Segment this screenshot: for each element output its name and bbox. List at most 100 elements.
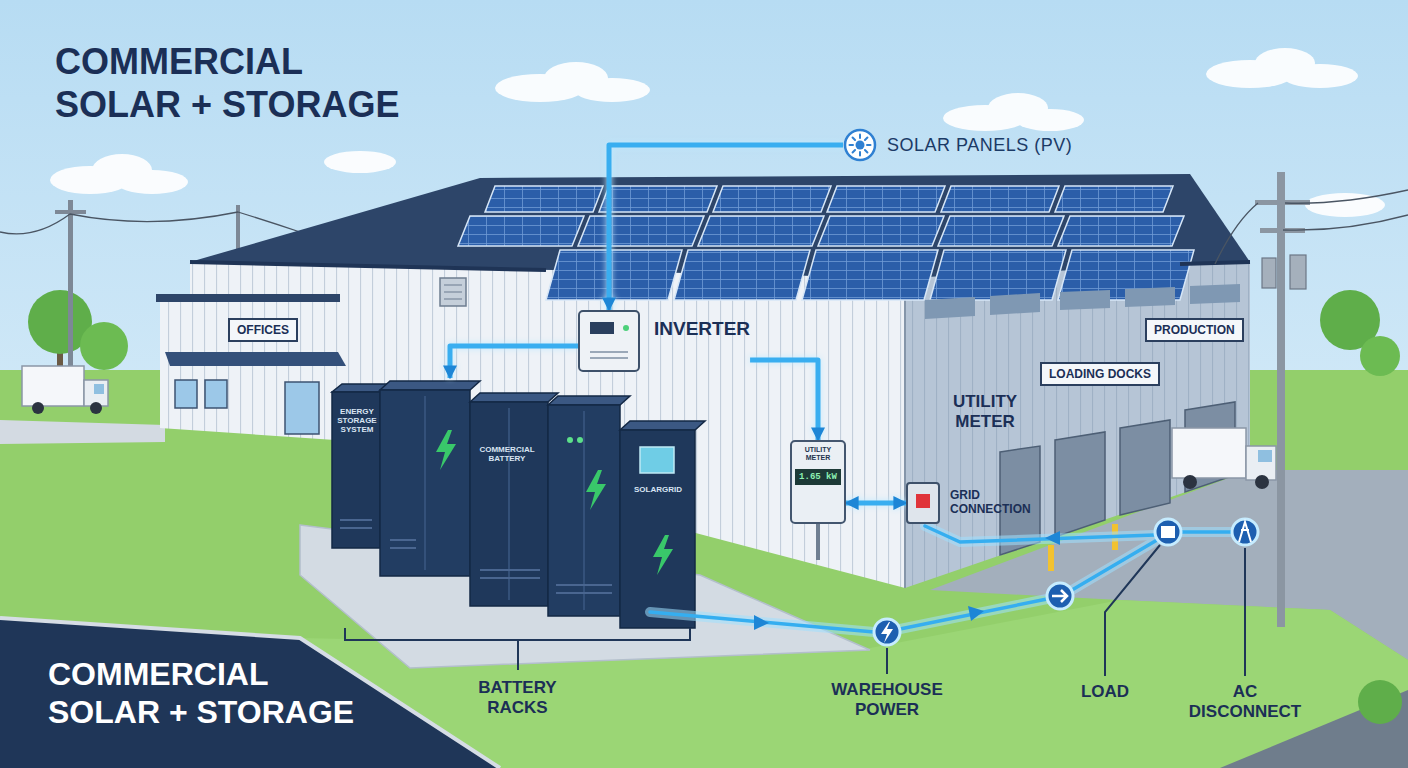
tree: [80, 322, 128, 370]
building-sign: PRODUCTION: [1145, 318, 1244, 342]
inverter-display: [590, 322, 614, 334]
bracket: [345, 628, 690, 670]
control-screen: [640, 447, 674, 473]
flow-line: [1181, 530, 1232, 534]
callout-label: BATTERY RACKS: [460, 678, 575, 719]
icon-circle: [874, 619, 900, 645]
sun-ray: [853, 150, 855, 152]
battery-cabinets: [332, 381, 705, 628]
inverter-housing: [579, 311, 639, 371]
node-label: PRODUCTION: [1154, 323, 1235, 337]
sun-core: [856, 141, 865, 150]
tower-glyph: [1239, 522, 1251, 542]
solar-panel: [1055, 186, 1173, 212]
icon-circle: [1232, 519, 1258, 545]
sun-ray: [859, 152, 861, 156]
building-sign: LOADING DOCKS: [1040, 362, 1160, 386]
wheel: [32, 402, 44, 414]
cabinet-top: [620, 421, 705, 430]
inverter-unit: [578, 310, 640, 372]
utility-pole: [1277, 172, 1285, 627]
solar-callout: SOLAR PANELS (PV): [843, 128, 1072, 162]
box-housing: [907, 483, 939, 523]
sun-ray: [865, 138, 867, 140]
sun-ray: [859, 135, 861, 139]
battery-racks: ENERGY STORAGE SYSTEMCOMMERCIAL BATTERYS…: [328, 378, 698, 630]
battery-cabinet: [332, 392, 380, 548]
bolt-symbol: [586, 470, 606, 510]
transformer: [1290, 255, 1306, 289]
annex-roof: [156, 294, 340, 302]
solar-panel: [698, 216, 824, 246]
grid-connection: GRID CONNECTION: [906, 482, 1042, 524]
flow-connector: [846, 501, 906, 506]
leader-line: [1105, 545, 1160, 676]
solar-panel: [546, 250, 682, 300]
dock-door: [1120, 420, 1170, 515]
arrow-glyph: [1052, 590, 1067, 602]
flow-connector: [450, 346, 578, 378]
solar-panel: [599, 186, 717, 212]
cabinet-top: [470, 393, 558, 402]
node-label: LOADING DOCKS: [1049, 367, 1151, 381]
solar-panel: [713, 186, 831, 212]
indicator-light: [577, 437, 583, 443]
dock-door: [1055, 432, 1105, 537]
window: [1190, 284, 1240, 304]
bollard: [1048, 545, 1054, 571]
building-sign: OFFICES: [228, 318, 298, 342]
power-wire: [1215, 190, 1408, 264]
side-facade: [905, 262, 1250, 588]
solar-panel: [1058, 216, 1184, 246]
truck-body: [22, 366, 84, 406]
flow-glow-line: [925, 526, 1155, 542]
icon-circle: [1155, 519, 1181, 545]
solar-panel: [674, 250, 810, 300]
solar-panel: [827, 186, 945, 212]
bolt-symbol: [436, 430, 456, 470]
building-glyph: [1161, 526, 1175, 538]
flow-arrow: [754, 615, 769, 630]
flow-arrow: [1045, 531, 1060, 545]
leader-line: [886, 648, 888, 674]
wall-corner: [904, 278, 906, 588]
callout-label: AC DISCONNECT: [1180, 682, 1310, 723]
sun-ray: [853, 138, 855, 140]
callout-label: WAREHOUSE POWER: [827, 680, 947, 721]
sun-ray: [850, 144, 854, 146]
sun-ray: [865, 150, 867, 152]
icon-circle: [1047, 583, 1073, 609]
cloud: [116, 170, 188, 194]
truck-window: [94, 384, 104, 394]
vents: [340, 520, 612, 593]
bolt-symbol: [653, 535, 673, 575]
flow-glow: [650, 526, 1232, 632]
node-label: OFFICES: [237, 323, 289, 337]
truck-cab: [1246, 446, 1276, 480]
flow-line: [650, 612, 874, 632]
callout-label: LOAD: [1075, 682, 1135, 702]
crossarm: [55, 210, 86, 214]
disconnect-box: [906, 482, 940, 524]
node-label: GRID CONNECTION: [950, 489, 1042, 517]
node-label: INVERTER: [654, 318, 750, 340]
window: [990, 293, 1040, 315]
node-text: COMMERCIAL BATTERY: [474, 445, 540, 463]
inverter-box: INVERTER: [578, 310, 750, 374]
flow-icons: [874, 519, 1258, 645]
cloud: [324, 151, 396, 173]
solar-panel: [938, 216, 1064, 246]
solar-array: [458, 186, 1194, 300]
diagram-title: COMMERCIAL SOLAR + STORAGE: [55, 40, 430, 126]
power-wire: [0, 212, 300, 234]
flow-connector: [750, 360, 818, 440]
office-annex: [160, 300, 335, 440]
crossarm: [1255, 200, 1310, 205]
cabinet-top: [548, 396, 630, 405]
wall-vent: [440, 278, 466, 306]
bolt-glyph: [881, 622, 893, 643]
flow-line: [900, 599, 1047, 629]
flow-connector: [609, 145, 843, 310]
